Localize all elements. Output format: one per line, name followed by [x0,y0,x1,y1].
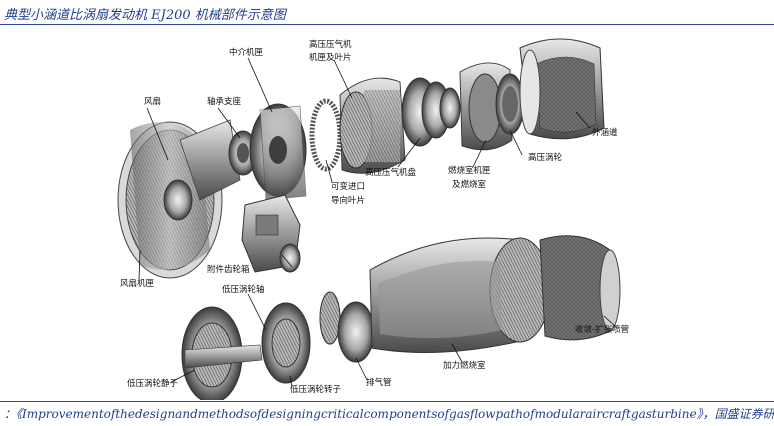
outer-bypass-duct [519,38,605,140]
source-note: ：《Improvementofthedesignandmethodsofdesi… [4,407,774,421]
bottom-divider [0,401,774,402]
fan-assembly [117,119,241,279]
top-divider [0,24,774,25]
label-bearing-support: 轴承支座 [207,96,242,107]
label-nozzle: 收敛-扩张喷管 [575,324,629,335]
label-lpt-stator: 低压涡轮静子 [127,378,179,389]
label-vigv-line1: 可变进口 [331,181,365,192]
label-outer-bypass: 外涵道 [592,127,618,138]
figure-title: 典型小涵道比涡扇发动机 EJ200 机械部件示意图 [4,8,286,23]
lpt-rotor [261,302,311,384]
leader-lines [138,57,617,388]
label-hpc-case-line1: 高压压气机 [309,39,352,50]
lpt-stator [181,306,263,400]
hpc-case [339,77,406,174]
label-hpt: 高压涡轮 [528,152,563,163]
label-lpt-rotor: 低压涡轮转子 [290,384,342,395]
label-fan: 风扇 [144,96,161,107]
label-exhaust: 排气管 [366,377,392,388]
label-fan-case: 风扇机匣 [120,278,155,289]
label-hpc-case-line2: 机匣及叶片 [309,52,352,63]
hpc-disk [401,77,461,147]
hp-turbine [495,73,525,135]
label-vigv-line2: 导向叶片 [331,195,365,206]
con-di-nozzle [539,235,621,341]
label-combustor-line1: 燃烧室机匣 [448,165,491,176]
label-hpc-disk: 高压压气机盘 [365,167,417,178]
afterburner [369,237,551,353]
label-combustor-line2: 及燃烧室 [452,179,487,190]
intermediate-case [249,103,307,201]
exhaust-pipe [319,291,375,363]
label-accessory-gearbox: 附件齿轮箱 [207,264,250,275]
engine-exploded-diagram: 风扇 轴承支座 中介机匣 高压压气机 机匣及叶片 可变进口 导向叶片 高压压气机… [117,38,629,400]
label-afterburner: 加力燃烧室 [443,360,486,371]
variable-inlet-guide-vanes [309,98,343,172]
label-intermediate-case: 中介机匣 [229,47,264,58]
accessory-gearbox [241,194,301,273]
label-lp-shaft: 低压涡轮轴 [222,284,265,295]
